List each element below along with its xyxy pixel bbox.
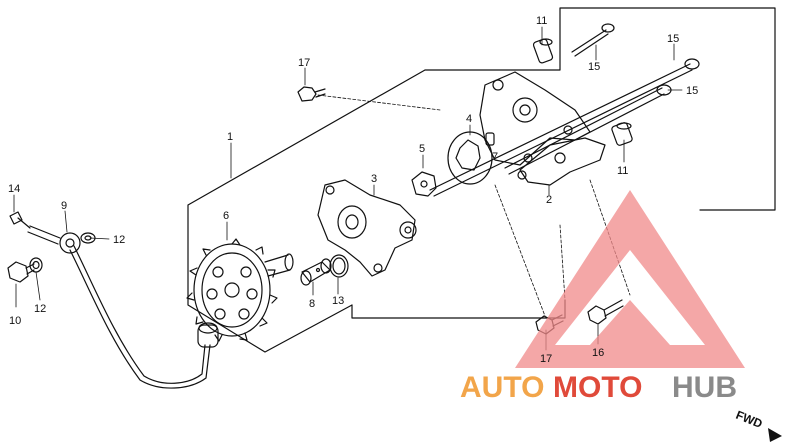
- callout-2: 2: [546, 194, 552, 206]
- callout-4: 4: [466, 113, 472, 125]
- watermark-moto: MOTO: [553, 371, 642, 404]
- callout-1: 1: [227, 131, 233, 143]
- driven-gear-6: [186, 238, 294, 342]
- callout-15-lower: 15: [686, 85, 698, 97]
- callout-15-top: 15: [588, 61, 600, 73]
- pin-7: [485, 132, 495, 146]
- o-ring-13: [329, 254, 349, 278]
- bolt-14: [9, 211, 31, 229]
- callout-14: 14: [8, 183, 20, 195]
- banjo-bolt-10: [7, 261, 35, 283]
- pump-cover: [479, 71, 591, 166]
- callout-16: 16: [592, 347, 604, 359]
- callout-15-right: 15: [667, 33, 679, 45]
- collar-11-right: [611, 122, 633, 146]
- callout-17-top: 17: [298, 57, 310, 69]
- inner-rotor-5: [411, 171, 437, 197]
- flange-bolt-17: [297, 86, 326, 102]
- long-bolt-15: [429, 58, 700, 197]
- callout-5: 5: [419, 143, 425, 155]
- callout-labels: 1 2 3 4 5 6 7 8 9 10 11 11 12 12 13 14 1…: [8, 15, 698, 365]
- callout-8: 8: [309, 298, 315, 310]
- callout-7: 7: [492, 151, 498, 163]
- bolt-15-top: [571, 23, 615, 57]
- oil-pipe-9: [27, 225, 219, 389]
- callout-11-right: 11: [617, 165, 628, 177]
- forward-direction-indicator: FWD: [734, 408, 782, 442]
- callout-11-top: 11: [536, 15, 547, 27]
- collar-11-top: [532, 38, 554, 64]
- automotohub-watermark: [515, 190, 745, 368]
- watermark-triangle-icon: [515, 190, 745, 368]
- flange-bolt-16: [587, 299, 624, 325]
- callout-12-upper: 12: [113, 234, 125, 246]
- watermark-hub: HUB: [672, 371, 737, 404]
- callout-10: 10: [9, 315, 21, 327]
- collar-8: [300, 258, 332, 286]
- callout-9: 9: [61, 200, 67, 212]
- callout-12-lower: 12: [34, 303, 46, 315]
- washer-12-upper: [80, 232, 96, 244]
- assembly-box-outline: [187, 7, 776, 353]
- callout-17-bottom: 17: [540, 353, 552, 365]
- fwd-label: FWD: [734, 408, 765, 431]
- fwd-arrow-icon: [768, 428, 782, 442]
- pump-plate-2: [517, 137, 606, 186]
- outer-rotor-4: [447, 131, 493, 185]
- callout-3: 3: [371, 173, 377, 185]
- callout-13: 13: [332, 295, 344, 307]
- watermark-auto: AUTO: [460, 371, 544, 404]
- callout-6: 6: [223, 210, 229, 222]
- pump-housing-3: [317, 179, 417, 277]
